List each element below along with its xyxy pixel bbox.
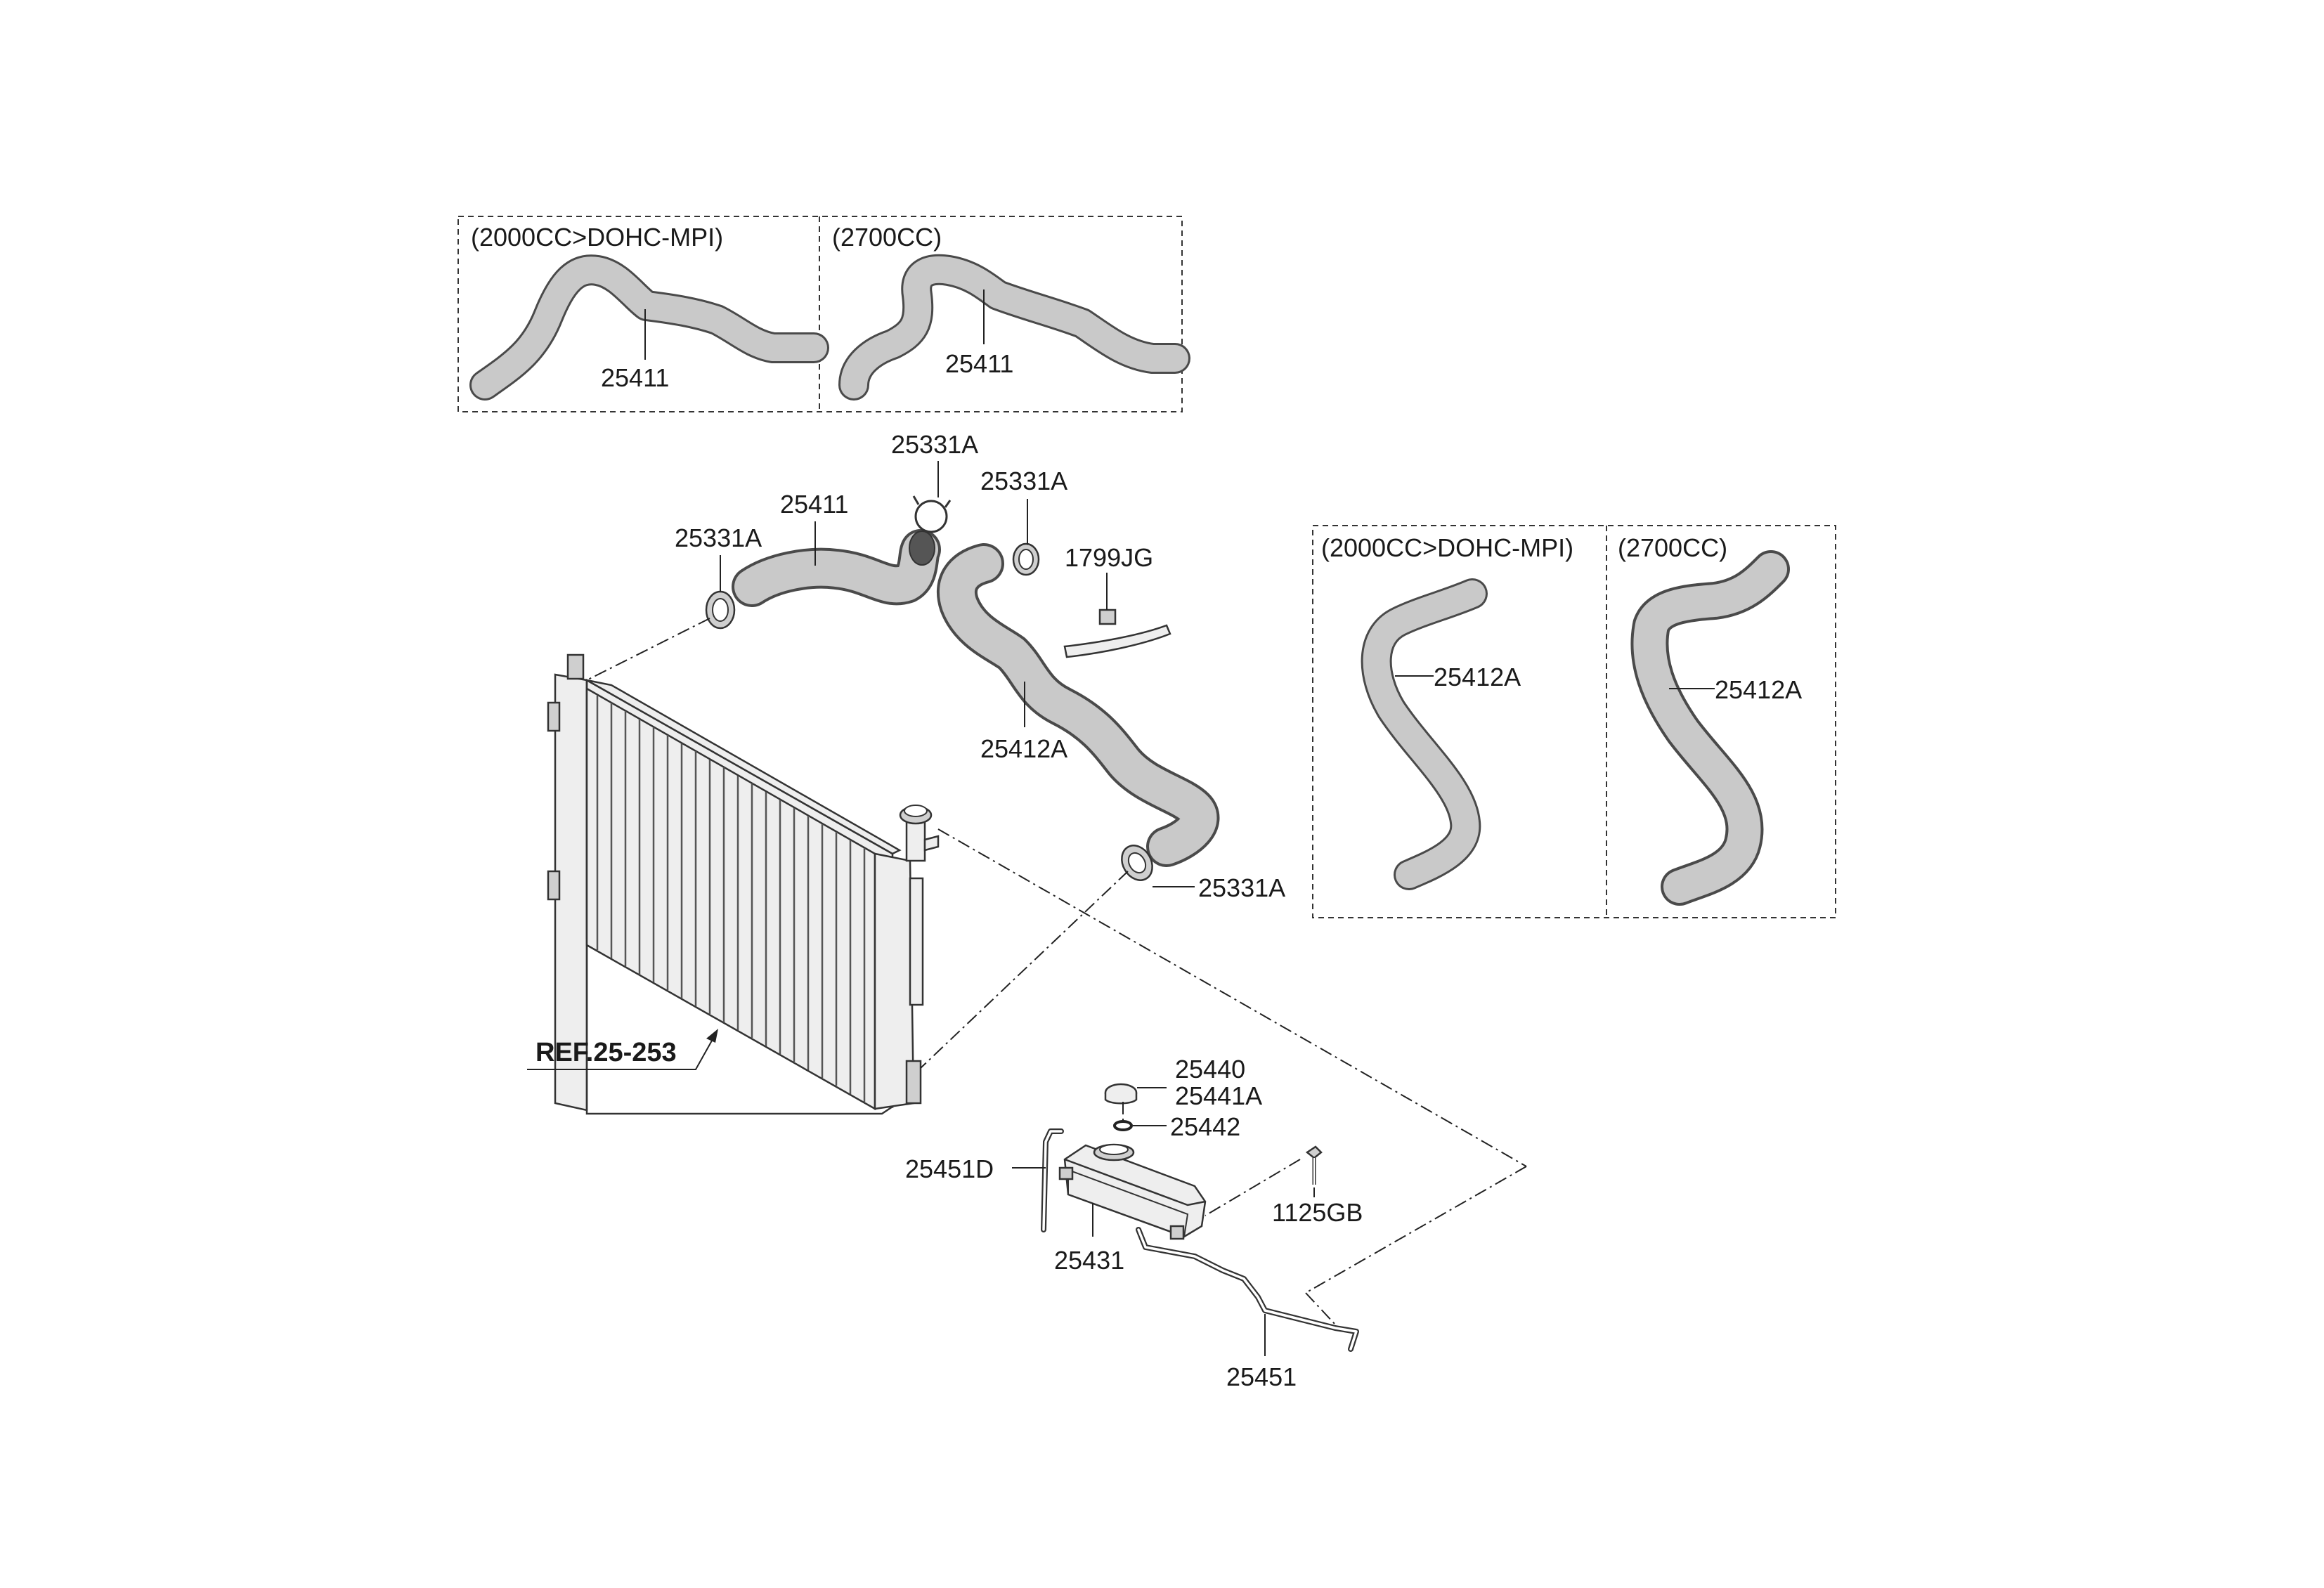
label-25451d: 25451D (905, 1154, 994, 1183)
variant-label-2700cc-lower: (2700CC) (1618, 533, 1727, 562)
coolant-reservoir-tank (1058, 1143, 1207, 1240)
label-25412a-main: 25412A (980, 734, 1067, 763)
reference-callout: REF.25-253 (527, 1029, 718, 1070)
assembly-guide-lines (586, 618, 1527, 1325)
upper-hose-variant-box: (2000CC>DOHC-MPI) (2700CC) 25411 25411 (457, 216, 1190, 412)
label-25411-2700cc: 25411 (945, 349, 1013, 378)
label-25431: 25431 (1054, 1246, 1124, 1275)
label-25440: 25440 (1175, 1055, 1245, 1083)
reservoir-cap (1104, 1083, 1138, 1105)
radiator-assembly (547, 653, 940, 1115)
hose-bracket-tie (1063, 608, 1171, 658)
label-25412a-2700cc: 25412A (1715, 675, 1802, 704)
radiator-fins (596, 696, 866, 1102)
label-25412a-2000cc: 25412A (1434, 663, 1521, 691)
lower-hose-variant-box: (2000CC>DOHC-MPI) (2700CC) 25412A 25412A (1312, 525, 1836, 918)
upper-hose-2000cc (469, 254, 829, 401)
variant-label-2000cc-lower: (2000CC>DOHC-MPI) (1321, 533, 1573, 562)
label-25411-main: 25411 (780, 490, 848, 519)
label-1799jg: 1799JG (1065, 543, 1153, 572)
upper-hose-2700cc (838, 254, 1190, 401)
hose-clamp-lower (1121, 845, 1153, 881)
lower-hose-2700cc (1630, 550, 1790, 906)
label-25442: 25442 (1170, 1112, 1240, 1141)
variant-label-2700cc: (2700CC) (832, 223, 942, 252)
lower-radiator-hose (937, 543, 1220, 867)
upper-radiator-hose (732, 529, 941, 607)
hose-clamp-left (705, 590, 736, 630)
label-25411-2000cc: 25411 (601, 363, 669, 392)
label-25451: 25451 (1226, 1362, 1297, 1391)
label-25331a-lower: 25331A (1198, 873, 1285, 902)
mounting-bolt (1305, 1145, 1323, 1185)
reservoir-hose (1136, 1227, 1359, 1352)
hose-clamp-top-center (912, 495, 952, 533)
reservoir-cap-seal (1113, 1120, 1133, 1131)
lower-hose-2000cc (1361, 578, 1488, 890)
overflow-tube (1041, 1128, 1064, 1232)
label-25331a-top-right: 25331A (980, 467, 1067, 495)
variant-label-2000cc: (2000CC>DOHC-MPI) (471, 223, 723, 252)
label-25331a-left: 25331A (675, 523, 762, 552)
label-ref-25-253: REF.25-253 (535, 1038, 677, 1067)
label-25441a: 25441A (1175, 1081, 1262, 1110)
label-25331a-top-center: 25331A (891, 430, 978, 459)
hose-clamp-top-right (1012, 542, 1040, 576)
label-1125gb: 1125GB (1272, 1198, 1363, 1227)
